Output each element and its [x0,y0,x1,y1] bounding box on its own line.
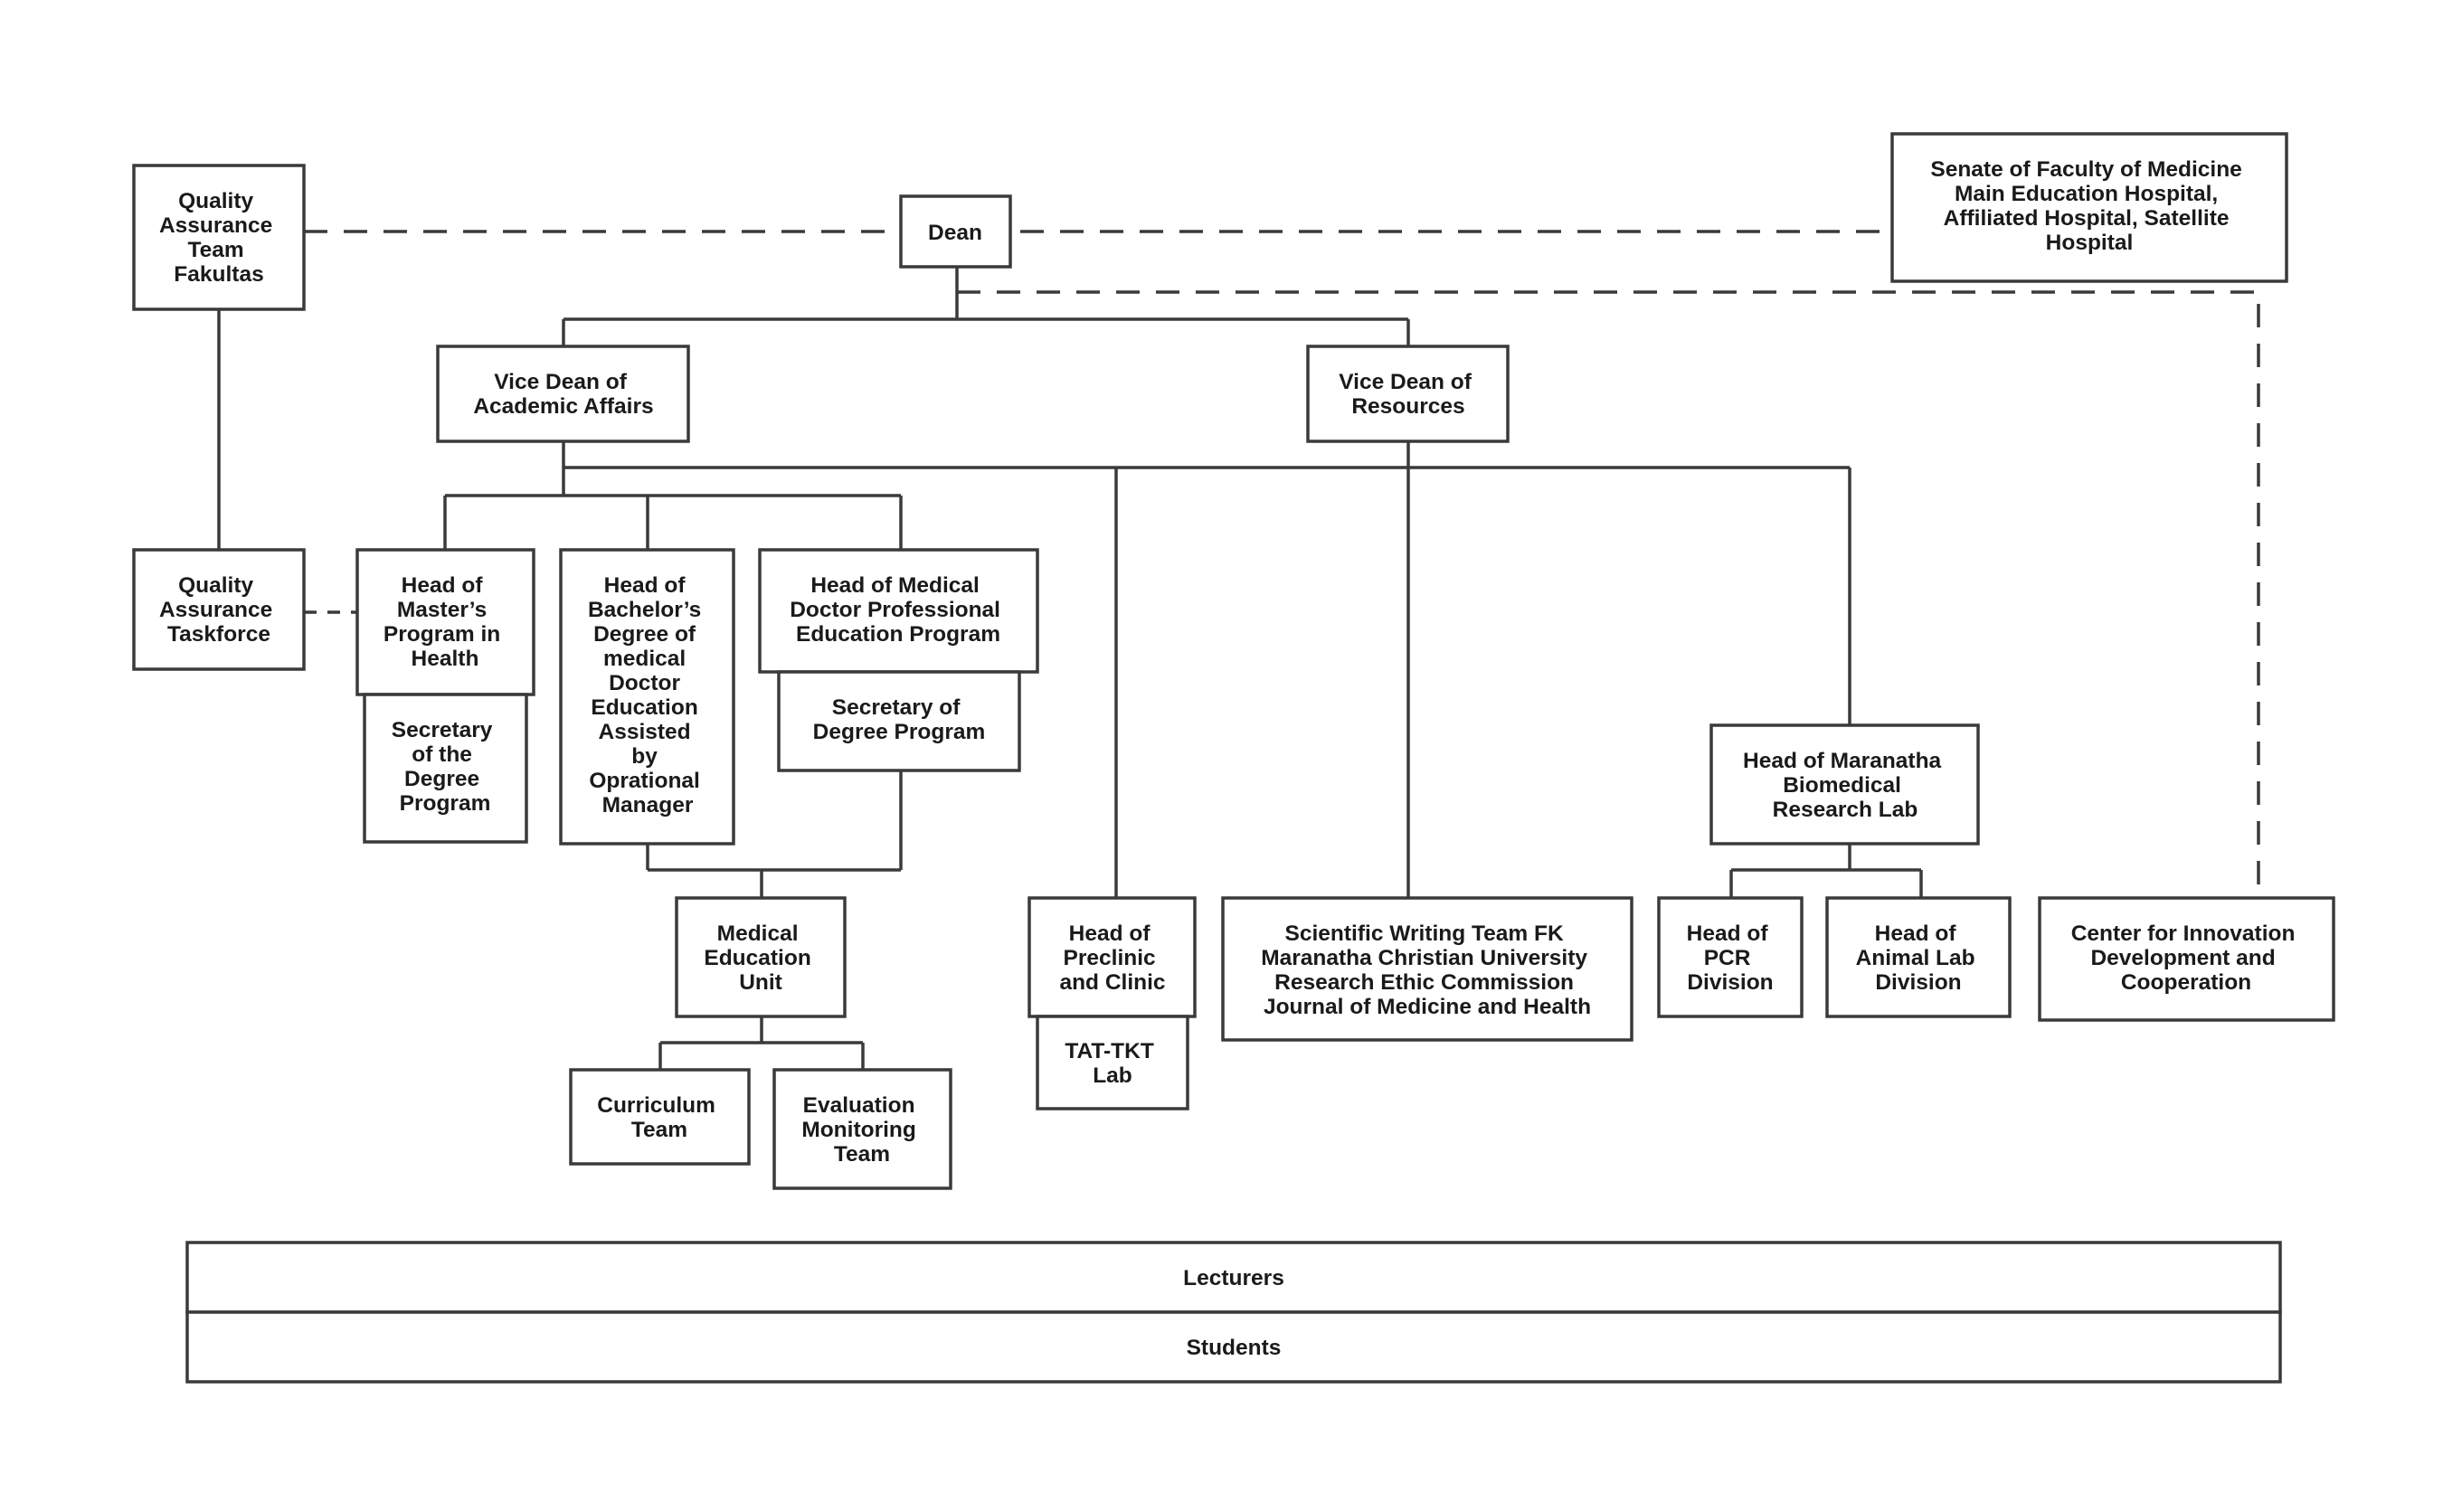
node-medical-education-unit-label: Medical Education Unit [704,921,817,995]
node-medical-education-unit: Medical Education Unit [675,896,847,1018]
node-qa-taskforce-label: Quality Assurance Taskforce [159,573,279,647]
bar-students: Students [185,1310,2282,1384]
node-secretary-degree-label: Secretary of the Degree Program [392,718,499,816]
node-head-masters-label: Head of Master’s Program in Health [384,573,507,671]
node-vd-resources-label: Vice Dean of Resources [1339,370,1477,419]
node-evaluation-team: Evaluation Monitoring Team [772,1068,952,1190]
node-tat-tkt-lab: TAT-TKT Lab [1036,1015,1189,1110]
node-qa-taskforce: Quality Assurance Taskforce [132,548,306,671]
node-curriculum-team-label: Curriculum Team [597,1093,722,1142]
node-curriculum-team: Curriculum Team [569,1068,751,1166]
node-dean: Dean [899,194,1012,269]
bar-lecturers: Lecturers [185,1241,2282,1314]
node-head-bachelor-label: Head of Bachelor’s Degree of medical Doc… [588,573,707,817]
node-head-preclinic-label: Head of Preclinic and Clinic [1059,921,1165,995]
node-head-md: Head of Medical Doctor Professional Educ… [758,548,1039,674]
node-evaluation-team-label: Evaluation Monitoring Team [801,1093,922,1167]
node-senate-label: Senate of Faculty of Medicine Main Educa… [1930,157,2248,255]
node-senate: Senate of Faculty of Medicine Main Educa… [1890,132,2288,283]
node-head-animal-lab-label: Head of Animal Lab Division [1856,921,1982,995]
node-head-preclinic: Head of Preclinic and Clinic [1027,896,1197,1018]
bar-lecturers-label: Lecturers [1183,1266,1284,1290]
node-scientific-writing: Scientific Writing Team FK Maranatha Chr… [1221,896,1633,1042]
node-head-bachelor: Head of Bachelor’s Degree of medical Doc… [559,548,735,846]
node-center-innovation-label: Center for Innovation Development and Co… [2071,921,2302,995]
node-qa-team-label: Quality Assurance Team Fakultas [159,189,279,287]
node-head-pcr-label: Head of PCR Division [1687,921,1775,995]
dashed-link-dean-innovation [957,290,2260,898]
node-vd-academic-label: Vice Dean of Academic Affairs [473,370,653,419]
node-head-masters: Head of Master’s Program in Health [355,548,535,696]
bar-students-label: Students [1187,1336,1282,1360]
node-scientific-writing-label: Scientific Writing Team FK Maranatha Chr… [1261,921,1594,1019]
node-head-biomedical-lab-label: Head of Maranatha Biomedical Research La… [1743,749,1947,822]
node-head-pcr: Head of PCR Division [1657,896,1804,1018]
node-vd-academic: Vice Dean of Academic Affairs [436,345,690,443]
node-vd-resources: Vice Dean of Resources [1306,345,1510,443]
node-center-innovation: Center for Innovation Development and Co… [2038,896,2335,1022]
node-dean-label: Dean [928,221,982,245]
connectors [217,230,2260,1070]
node-secretary-md: Secretary of Degree Program [777,670,1021,772]
node-head-biomedical-lab: Head of Maranatha Biomedical Research La… [1709,723,1980,846]
node-secretary-md-label: Secretary of Degree Program [813,695,986,744]
node-tat-tkt-lab-label: TAT-TKT Lab [1065,1039,1160,1088]
node-head-md-label: Head of Medical Doctor Professional Educ… [790,573,1007,647]
node-secretary-degree: Secretary of the Degree Program [363,693,528,844]
node-qa-team: Quality Assurance Team Fakultas [132,164,306,311]
node-head-animal-lab: Head of Animal Lab Division [1825,896,2012,1018]
